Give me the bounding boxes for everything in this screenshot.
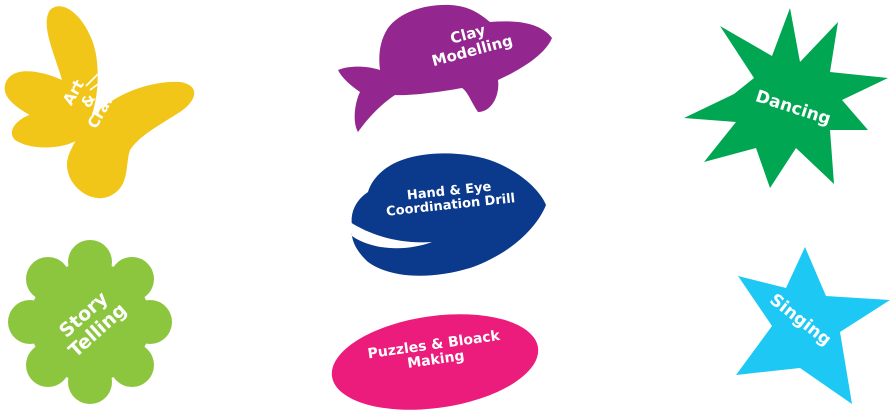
flower-petal bbox=[110, 257, 154, 301]
butterfly-shape bbox=[4, 6, 195, 199]
flower-shape bbox=[8, 240, 172, 404]
fish-body bbox=[338, 4, 552, 132]
butterfly-wing-top-left bbox=[4, 6, 98, 140]
flower-petal bbox=[8, 300, 52, 344]
fish-shape bbox=[338, 4, 552, 132]
flower-petal bbox=[26, 257, 70, 301]
oval-shape bbox=[331, 314, 539, 410]
butterfly-wing-right bbox=[66, 81, 195, 199]
flower-petal bbox=[68, 240, 112, 284]
flower-petal bbox=[68, 360, 112, 404]
flower-petal bbox=[128, 300, 172, 344]
butterfly-antenna bbox=[85, 65, 113, 91]
leaf-swoosh bbox=[350, 222, 432, 249]
star-body bbox=[736, 247, 890, 404]
starburst-shape bbox=[684, 8, 888, 188]
oval-body bbox=[331, 314, 539, 410]
butterfly-wing-bottom-left bbox=[11, 112, 79, 148]
flower-petal bbox=[110, 343, 154, 387]
leaf-shape bbox=[350, 153, 546, 276]
starburst-body bbox=[684, 8, 888, 188]
star-shape bbox=[736, 247, 890, 404]
flower-petal bbox=[26, 343, 70, 387]
